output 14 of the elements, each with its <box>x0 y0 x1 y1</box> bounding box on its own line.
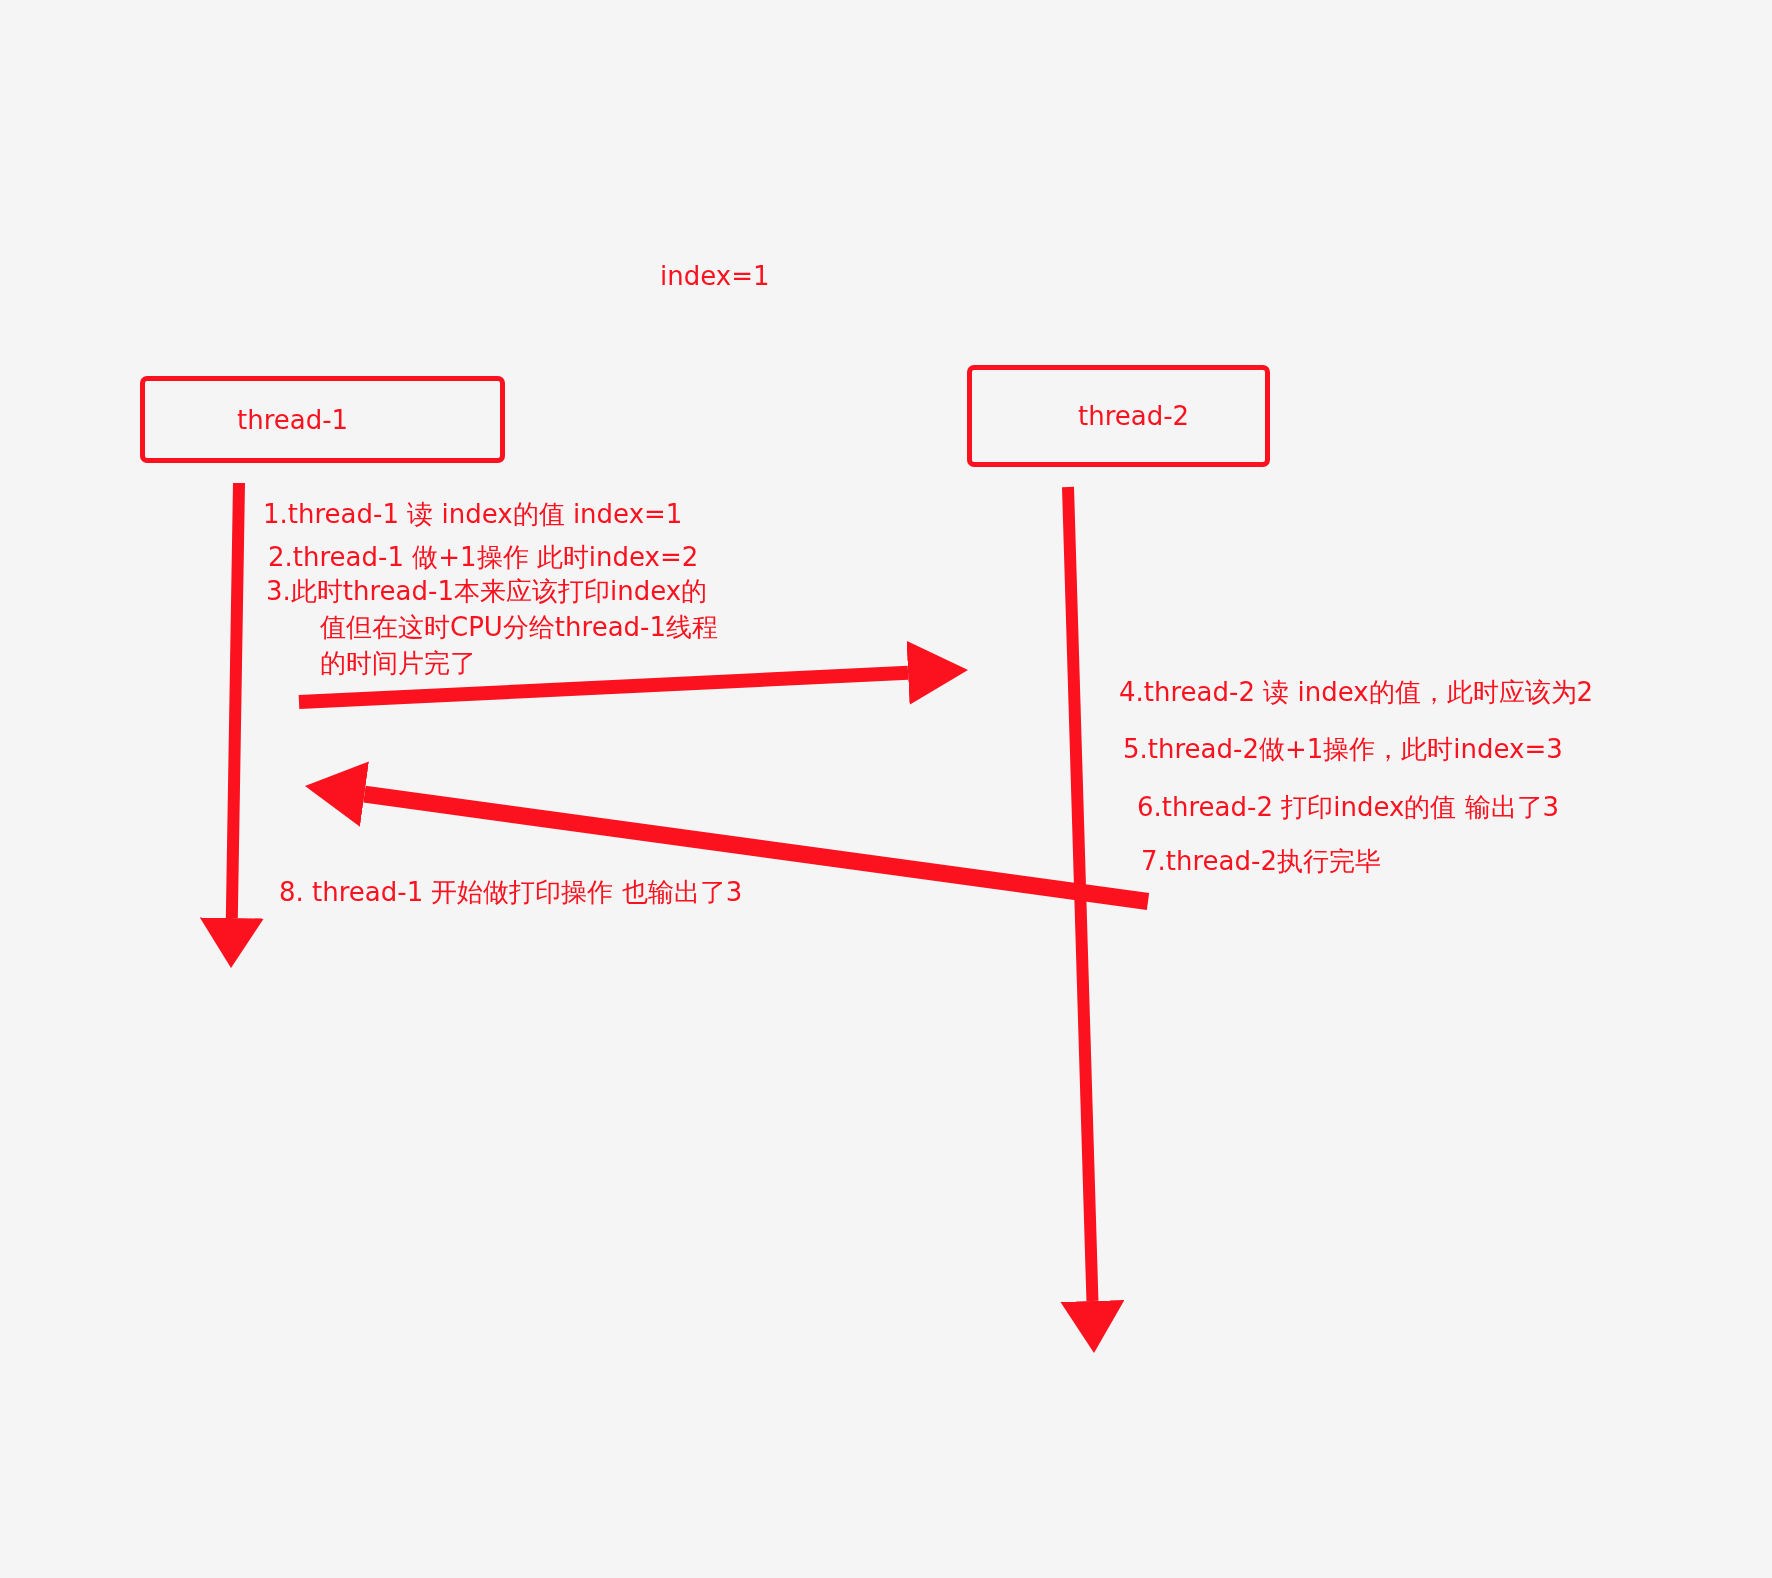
step-note: 7.thread-2执行完毕 <box>1141 843 1381 879</box>
arrow <box>1060 486 1125 1353</box>
step-note: 4.thread-2 读 index的值，此时应该为2 <box>1119 676 1594 709</box>
arrow <box>305 761 1150 910</box>
step-note: 8. thread-1 开始做打印操作 也输出了3 <box>279 876 743 909</box>
step-note: 6.thread-2 打印index的值 输出了3 <box>1137 791 1560 824</box>
thread-box: thread-2 <box>967 365 1270 467</box>
step-note: 2.thread-1 做+1操作 此时index=2 <box>268 541 699 574</box>
step-note: 1.thread-1 读 index的值 index=1 <box>263 498 683 531</box>
arrow <box>199 482 264 968</box>
variable-label: index=1 <box>660 260 770 293</box>
step-note: 5.thread-2做+1操作，此时index=3 <box>1123 733 1563 766</box>
thread-box: thread-1 <box>140 376 505 463</box>
step-note: 3.此时thread-1本来应该打印index的值但在这时CPU分给thread-1线程的时间片完了 <box>266 573 730 681</box>
